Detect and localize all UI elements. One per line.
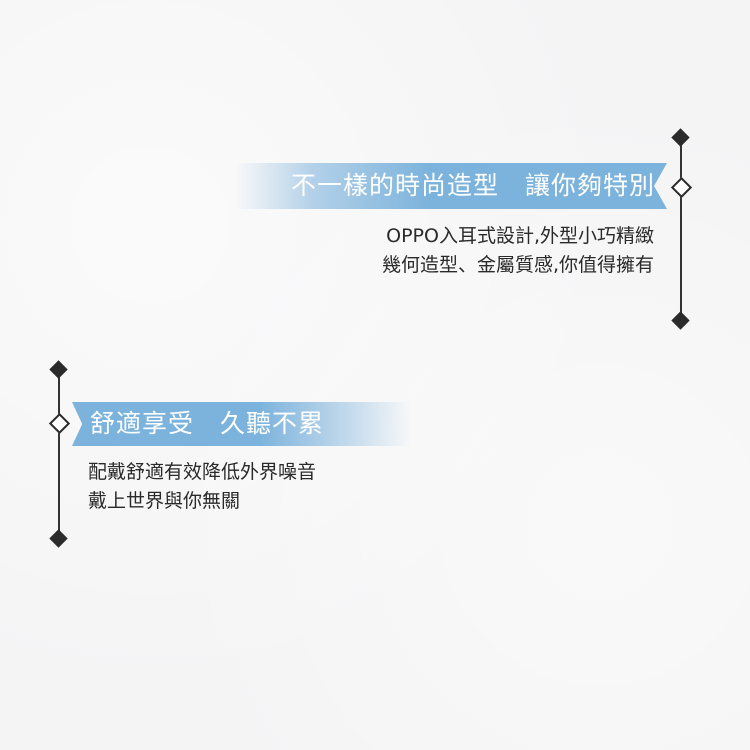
feature-right-banner bbox=[235, 163, 667, 209]
feature-left-body: 配戴舒適有效降低外界噪音 戴上世界與你無關 bbox=[88, 458, 316, 516]
feature-left-line2: 戴上世界與你無關 bbox=[88, 490, 241, 512]
feature-left-title: 舒適享受 久聽不累 bbox=[90, 409, 325, 438]
feature-left-banner bbox=[72, 402, 412, 446]
timeline-right-line bbox=[680, 138, 682, 321]
feature-left-line1: 配戴舒適有效降低外界噪音 bbox=[88, 461, 317, 483]
timeline-left-line bbox=[58, 370, 60, 540]
feature-right-body: OPPO入耳式設計,外型小巧精緻 幾何造型、金屬質感,你值得擁有 bbox=[382, 222, 654, 280]
feature-right-title: 不一樣的時尚造型 讓你夠特別 bbox=[290, 171, 655, 200]
feature-right-line2: 幾何造型、金屬質感,你值得擁有 bbox=[381, 254, 654, 276]
feature-right-line1: OPPO入耳式設計,外型小巧精緻 bbox=[386, 225, 654, 247]
